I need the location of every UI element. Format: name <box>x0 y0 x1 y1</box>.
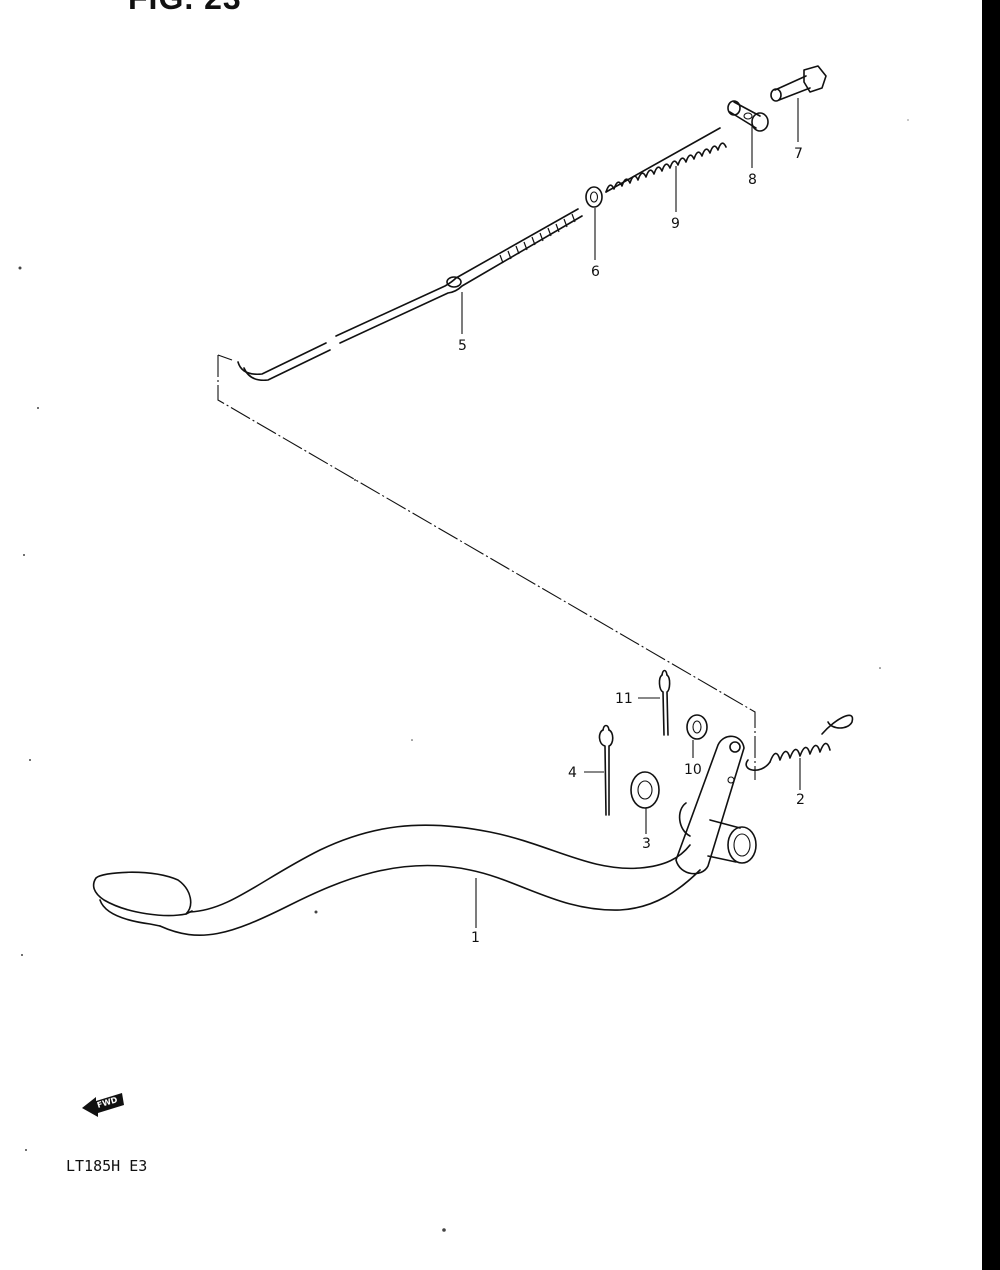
scan-noise <box>18 119 909 1232</box>
callout-leaders <box>461 98 801 928</box>
callout-11: 11 <box>615 691 633 707</box>
tension-spring <box>745 714 854 771</box>
rod-washer <box>585 186 603 208</box>
assembly-reference-lines <box>217 354 756 780</box>
figure-title: FIG. 23 <box>128 0 242 17</box>
callout-3: 3 <box>642 836 651 852</box>
rod-joint <box>727 100 769 132</box>
callout-7: 7 <box>794 146 803 162</box>
callout-9: 9 <box>671 216 680 232</box>
callout-1: 1 <box>471 930 480 946</box>
callout-4: 4 <box>568 765 577 781</box>
brake-pedal <box>92 735 757 937</box>
callout-labels: 1 2 3 4 5 6 7 8 9 10 11 <box>458 146 805 946</box>
clevis-pin <box>770 65 827 102</box>
model-code: LT185H E3 <box>66 1157 148 1175</box>
callout-5: 5 <box>458 338 467 354</box>
callout-8: 8 <box>748 172 757 188</box>
brake-rod <box>237 208 583 382</box>
forward-arrow-icon: FWD <box>82 1093 124 1117</box>
pedal-washer <box>630 771 660 809</box>
cotter-pin-large <box>598 724 614 816</box>
callout-10: 10 <box>684 762 702 778</box>
scan-edge-bar <box>982 0 1000 1270</box>
cotter-pin-small <box>658 669 671 736</box>
small-washer <box>686 714 708 740</box>
callout-2: 2 <box>796 792 805 808</box>
callout-6: 6 <box>591 264 600 280</box>
return-spring <box>605 127 727 193</box>
